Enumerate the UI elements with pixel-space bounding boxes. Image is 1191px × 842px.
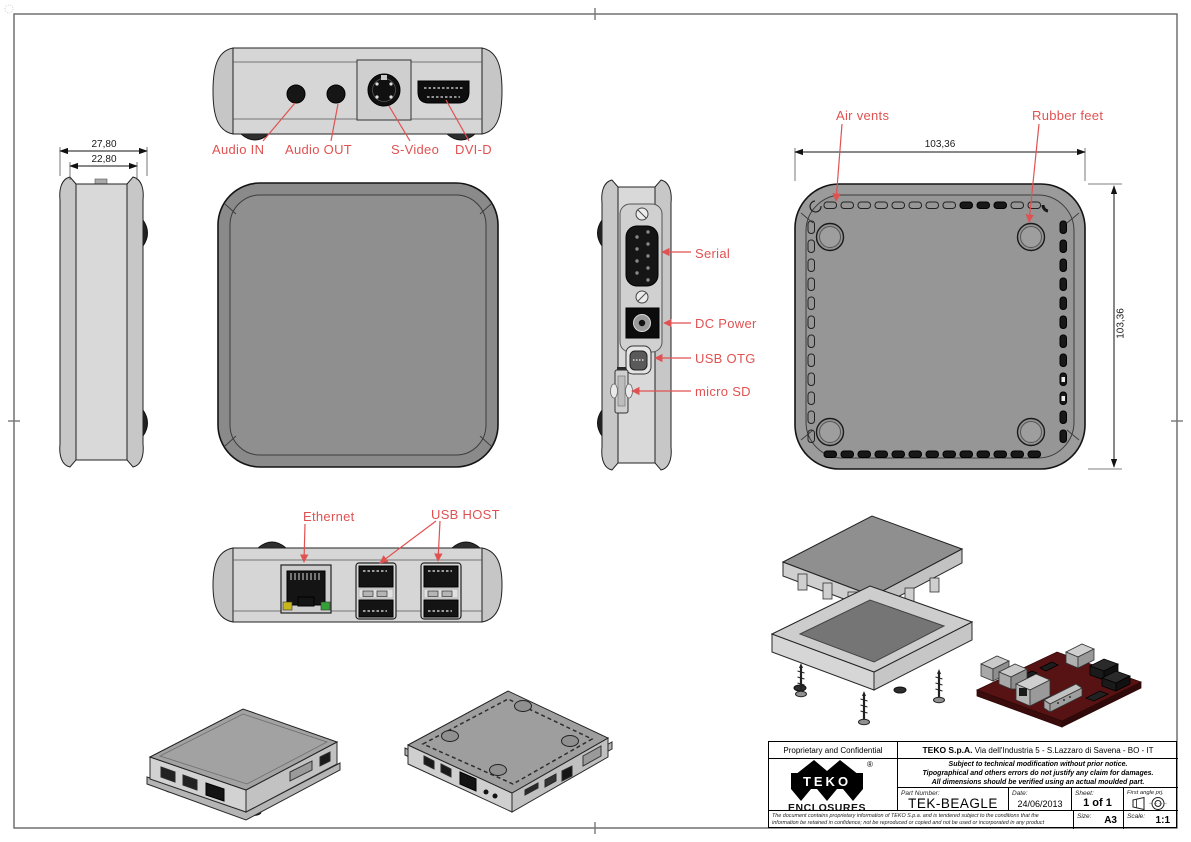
top-view	[217, 182, 499, 468]
notice-line-3: All dimensions should be verified using …	[931, 778, 1145, 786]
part-number-label: Part Number:	[901, 790, 940, 797]
exploded-view	[770, 515, 974, 726]
dvi-d-port	[417, 80, 470, 104]
part-number-cell: Part Number: TEK-BEAGLE	[898, 788, 1009, 811]
notice-line-2: Tipographical and others errors do not j…	[922, 769, 1154, 777]
label-audio-out: Audio OUT	[285, 142, 353, 157]
label-air-vents: Air vents	[836, 108, 890, 123]
usb-host-port-2	[420, 562, 462, 620]
dimension-side-inner: 22,80	[91, 154, 117, 165]
s-video-port	[356, 59, 412, 121]
ethernet-port	[280, 564, 332, 614]
front-view	[212, 47, 503, 142]
company-address: Via dell'Industria 5 - S.Lazzaro di Save…	[974, 746, 1154, 755]
fine-print: The document contains proprietary inform…	[769, 811, 1074, 829]
fine-print-line-2: information be retained in confidence; n…	[772, 820, 1045, 826]
dimension-side-outer: 27,80	[91, 139, 117, 150]
dc-power-jack	[625, 307, 660, 339]
size-label: Size:	[1077, 813, 1092, 820]
micro-sd-slot	[610, 367, 633, 414]
date-value: 24/06/2013	[1017, 798, 1063, 809]
label-rubber-feet: Rubber feet	[1032, 108, 1104, 123]
label-s-video: S-Video	[391, 142, 440, 157]
right-side-view	[597, 179, 691, 471]
usb-otg-port	[625, 345, 652, 375]
audio-in-jack	[286, 84, 306, 104]
serial-port	[625, 207, 659, 304]
side-leader-lines	[631, 247, 691, 396]
bottom-leader-lines	[832, 123, 1040, 223]
registration-mark	[4, 4, 14, 14]
registered-mark: ®	[867, 760, 873, 769]
ethernet-led-yellow	[282, 601, 293, 611]
projection-label: First angle prj.	[1127, 790, 1164, 796]
label-micro-sd: micro SD	[695, 384, 751, 399]
size-value: A3	[1104, 815, 1117, 826]
date-label: Date:	[1012, 790, 1028, 797]
fine-print-line-1: The document contains proprietary inform…	[772, 813, 1039, 819]
pcb-view	[975, 643, 1143, 728]
first-angle-projection-icon	[1132, 796, 1167, 810]
bottom-view	[794, 123, 1122, 470]
teko-logo: TEKO ® ENCLOSURES	[769, 759, 898, 811]
projection-cell: First angle prj.	[1124, 788, 1178, 811]
sheet-label: Sheet:	[1075, 790, 1094, 797]
scale-cell: Scale: 1:1	[1124, 811, 1178, 829]
sheet-cell: Sheet: 1 of 1	[1072, 788, 1124, 811]
usb-host-port-1	[355, 562, 397, 620]
title-block: Proprietary and Confidential TEKO S.p.A.…	[768, 741, 1178, 829]
notice-line-1: Subject to technical modification withou…	[948, 760, 1128, 768]
left-side-view	[59, 147, 148, 468]
sheet-value: 1 of 1	[1083, 797, 1112, 809]
rear-leader-lines	[300, 520, 443, 564]
dimension-bottom-height: 103,36	[1115, 308, 1127, 339]
label-usb-host: USB HOST	[431, 507, 500, 522]
label-ethernet: Ethernet	[303, 509, 355, 524]
page-border	[4, 4, 1183, 834]
part-number-value: TEK-BEAGLE	[908, 796, 998, 811]
iso-assembled-view	[146, 708, 341, 821]
company-line: TEKO S.p.A. Via dell'Industria 5 - S.Laz…	[898, 742, 1178, 759]
front-leader-lines	[262, 99, 470, 142]
label-dvi-d: DVI-D	[455, 142, 492, 157]
air-vent-slots	[807, 200, 1067, 458]
screws	[795, 663, 945, 726]
label-dc-power: DC Power	[695, 316, 757, 331]
rubber-feet	[815, 222, 1046, 447]
logo-text: TEKO	[803, 774, 851, 789]
iso-bottom-view	[404, 690, 613, 813]
rear-view	[212, 520, 503, 623]
date-cell: Date: 24/06/2013	[1009, 788, 1072, 811]
label-serial: Serial	[695, 246, 731, 261]
logo-subtitle: ENCLOSURES	[788, 802, 866, 812]
ethernet-led-green	[320, 601, 331, 611]
scale-label: Scale:	[1127, 813, 1146, 820]
scale-value: 1:1	[1155, 815, 1170, 826]
company-name: TEKO S.p.A.	[922, 745, 973, 755]
confidential-note: Proprietary and Confidential	[769, 742, 898, 759]
audio-out-jack	[326, 84, 346, 104]
notice-text: Subject to technical modification withou…	[898, 759, 1178, 788]
label-audio-in: Audio IN	[212, 142, 265, 157]
dimension-bottom-width: 103,36	[924, 139, 956, 150]
label-usb-otg: USB OTG	[695, 351, 756, 366]
size-cell: Size: A3	[1074, 811, 1124, 829]
